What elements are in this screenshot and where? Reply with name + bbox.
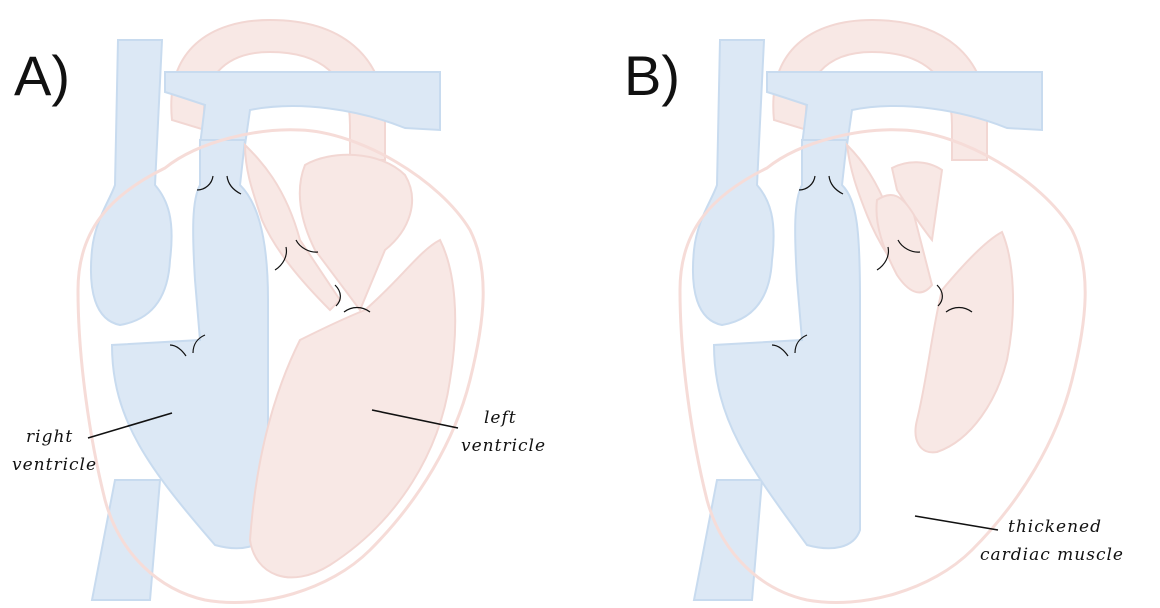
- thickened-muscle-leader: [915, 516, 998, 530]
- right-ventricle-label-line2: ventricle: [12, 455, 97, 475]
- thickened-muscle-label-line1: thickened: [1008, 517, 1102, 537]
- thickened-muscle-label-line2: cardiac muscle: [980, 545, 1124, 565]
- panel-b-label: B): [624, 44, 680, 107]
- superior-vena-cava: [693, 40, 774, 325]
- inferior-vena-cava: [92, 480, 160, 600]
- pulmonary-artery: [767, 72, 1042, 145]
- inferior-vena-cava: [694, 480, 762, 600]
- right-ventricle-label-line1: right: [26, 427, 73, 447]
- pulmonary-artery: [165, 72, 440, 145]
- panel-a-label: A): [14, 44, 70, 107]
- left-ventricle-label-line2: ventricle: [461, 436, 546, 456]
- panel-b: B) thickened cardiac muscle: [624, 20, 1124, 603]
- panel-a: A) right ventricle left ventricle: [12, 20, 546, 603]
- left-ventricle-label-line1: left: [484, 408, 517, 428]
- superior-vena-cava: [91, 40, 172, 325]
- left-ventricle-chamber: [916, 232, 1013, 452]
